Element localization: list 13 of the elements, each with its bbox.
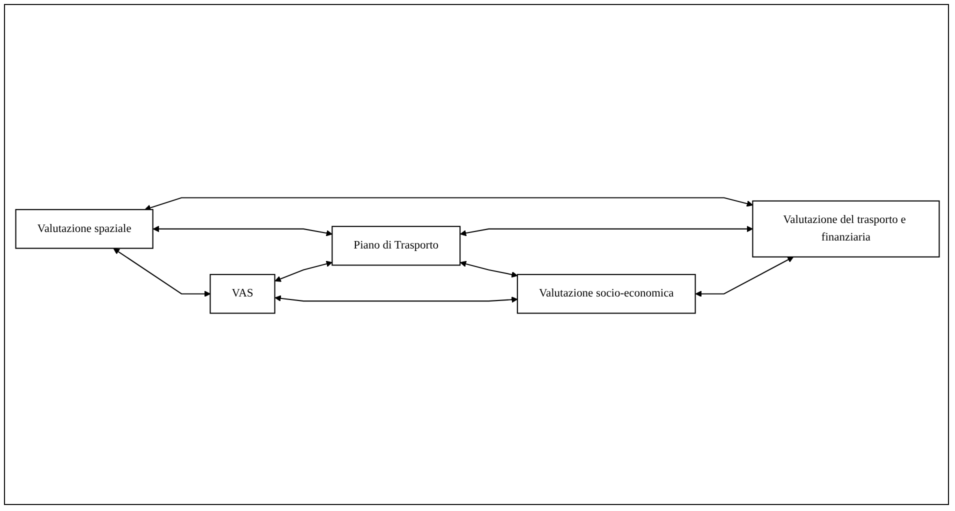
arrow — [460, 260, 518, 278]
arrow — [695, 256, 794, 298]
node-box: Valutazione del trasporto e finanziaria — [752, 200, 940, 258]
node-box: Valutazione spaziale — [15, 209, 154, 249]
arrow — [274, 295, 518, 303]
node-box: VAS — [210, 274, 276, 314]
node-box: Valutazione socio-economica — [516, 274, 696, 314]
node-box: Piano di Trasporto — [332, 226, 461, 266]
arrow — [274, 260, 332, 282]
arrow — [460, 226, 753, 236]
arrow — [152, 226, 332, 236]
arrow — [113, 248, 211, 298]
arrow — [144, 197, 753, 211]
